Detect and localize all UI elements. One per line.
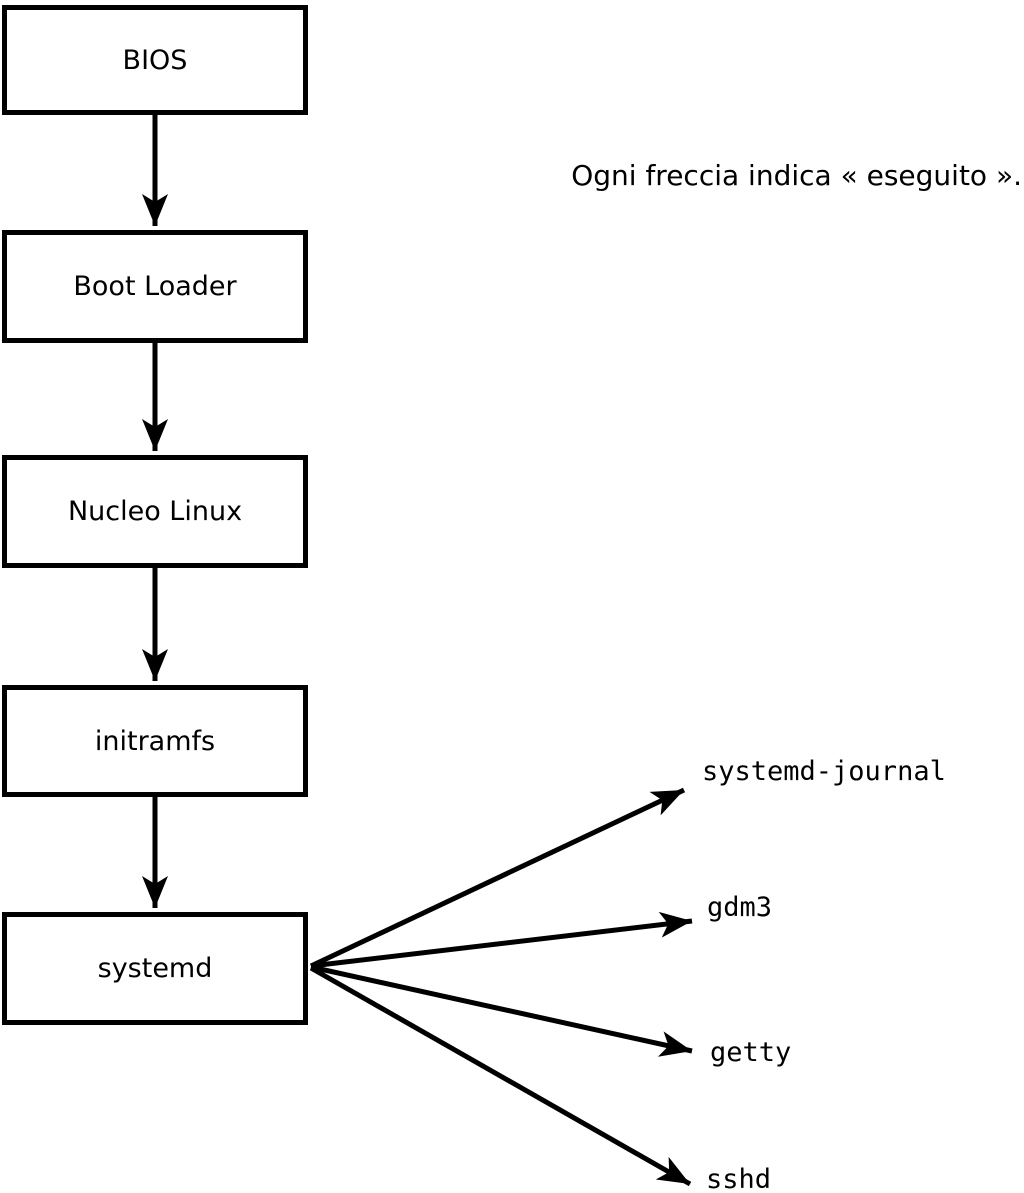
process-label-sshd: sshd xyxy=(706,1164,772,1193)
box-label-kernel: Nucleo Linux xyxy=(67,496,243,527)
process-label-gdm3: gdm3 xyxy=(707,892,773,923)
arrow-systemd-to-gdm3 xyxy=(310,911,693,969)
box-label-bios: BIOS xyxy=(122,44,188,76)
process-label-getty: getty xyxy=(710,1037,792,1068)
box-label-boot-loader: Boot Loader xyxy=(73,271,237,302)
arrow-systemd-to-getty xyxy=(310,964,693,1057)
arrow-systemd-to-sshd xyxy=(309,965,692,1187)
flowchart-box-systemd: systemd xyxy=(2,912,308,1025)
box-label-initramfs: initramfs xyxy=(94,725,216,757)
flowchart-box-boot-loader: Boot Loader xyxy=(2,230,308,343)
diagram-caption: Ogni freccia indica « eseguito ». xyxy=(571,159,1022,192)
box-label-systemd: systemd xyxy=(97,953,213,984)
flowchart-box-bios: BIOS xyxy=(2,5,308,115)
flowchart-box-initramfs: initramfs xyxy=(2,685,308,797)
process-label-systemd-journal: systemd-journal xyxy=(702,756,946,787)
arrow-systemd-to-journal xyxy=(309,787,686,969)
flowchart-box-kernel: Nucleo Linux xyxy=(2,455,308,568)
